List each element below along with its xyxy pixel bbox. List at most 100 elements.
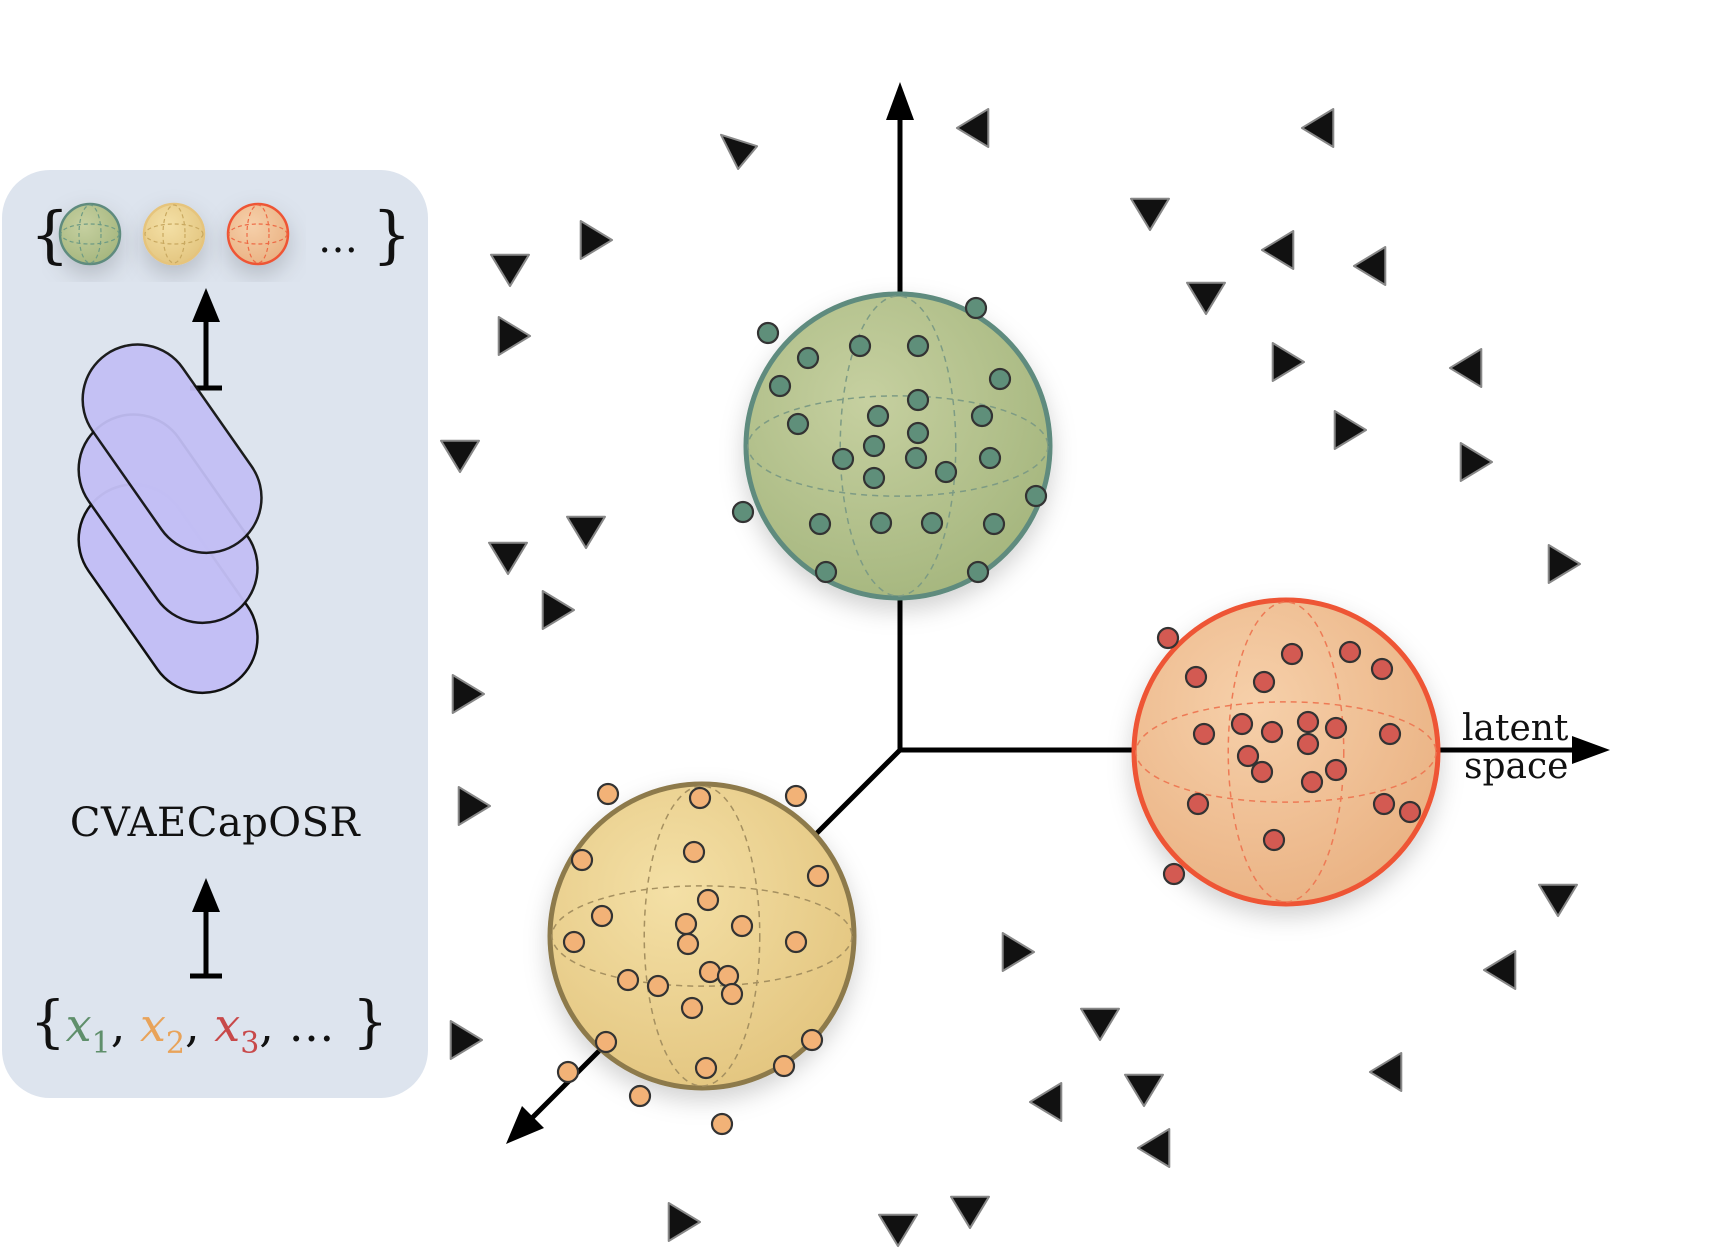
known-class-sphere-green-point (906, 388, 930, 412)
axis-label-line1: latent (1462, 708, 1569, 749)
known-class-sphere-green-point (982, 512, 1006, 536)
unknown-sample-triangle (440, 439, 480, 474)
known-class-sphere-orange-point (1230, 712, 1254, 736)
known-class-sphere-green-point (964, 296, 988, 320)
known-class-sphere-yellow-body (547, 781, 857, 1091)
known-class-sphere-orange-point (1296, 710, 1320, 734)
known-class-sphere-orange-point (1250, 760, 1274, 784)
unknown-sample-triangle (1001, 932, 1036, 972)
arrow-model-to-output-head (192, 288, 220, 322)
unknown-sample-triangle (488, 541, 528, 576)
known-class-sphere-yellow-point (646, 974, 670, 998)
unknown-sample-triangle (1482, 950, 1517, 990)
unknown-sample-triangle (1124, 1073, 1164, 1108)
known-class-sphere-yellow-point (696, 888, 720, 912)
known-class-sphere-green-point (904, 446, 928, 470)
known-class-sphere-orange-point (1184, 665, 1208, 689)
unknown-sample-triangle (1333, 410, 1368, 450)
known-class-sphere-yellow-point (720, 982, 744, 1006)
unknown-sample-triangle (490, 253, 530, 288)
known-class-sphere-yellow-point (784, 930, 808, 954)
known-class-sphere-yellow-point (676, 932, 700, 956)
x-axis-arrowhead (1572, 736, 1610, 764)
known-class-sphere-green-point (786, 412, 810, 436)
known-class-sphere-yellow-point (616, 968, 640, 992)
known-class-sphere-yellow-point (784, 784, 808, 808)
axis-label-line2: space (1464, 746, 1569, 787)
known-class-sphere-yellow-point (730, 914, 754, 938)
known-class-sphere-green-point (934, 460, 958, 484)
z-axis-arrowhead (506, 1106, 544, 1144)
known-class-sphere-yellow-equator (551, 885, 853, 987)
known-class-sphere-yellow-point (688, 786, 712, 810)
unknown-sample-triangle (1260, 230, 1295, 270)
known-class-sphere-green-point (796, 346, 820, 370)
known-class-sphere-yellow-point (674, 912, 698, 936)
known-class-sphere-green-body (743, 291, 1053, 601)
known-class-sphere-orange-point (1280, 642, 1304, 666)
known-class-sphere-green-point (906, 421, 930, 445)
known-class-sphere-orange-point (1236, 744, 1260, 768)
unknown-sample-triangle (541, 590, 576, 630)
known-class-sphere-orange-equator (1135, 701, 1437, 803)
known-class-sphere-yellow-point (556, 1060, 580, 1084)
known-class-sphere-green-point (848, 334, 872, 358)
unknown-sample-triangle (1136, 1128, 1171, 1168)
model-name: CVAECapOSR (69, 800, 361, 846)
known-class-sphere-yellow-point (694, 1056, 718, 1080)
known-class-sphere-yellow-point (596, 782, 620, 806)
unknown-sample-triangle (1448, 348, 1483, 388)
known-class-sphere-yellow-point (594, 1030, 618, 1054)
known-class-sphere-orange-body (1131, 597, 1441, 907)
known-class-sphere-green-point (866, 404, 890, 428)
known-class-sphere-yellow-point (680, 996, 704, 1020)
unknown-sample-triangle (720, 133, 759, 170)
output-class-yellow-icon (142, 202, 206, 266)
input-x1: x1 (65, 998, 111, 1061)
known-class-sphere-green-point (862, 466, 886, 490)
unknown-sample-triangle (1368, 1052, 1403, 1092)
known-class-sphere-orange-point (1300, 770, 1324, 794)
known-class-sphere-green-point (906, 334, 930, 358)
known-class-sphere-orange-point (1378, 722, 1402, 746)
known-class-sphere-orange-point (1370, 657, 1394, 681)
known-class-sphere-orange-point (1398, 800, 1422, 824)
unknown-sample-triangle (579, 220, 614, 260)
known-class-sphere-yellow-point (800, 1028, 824, 1052)
input-open-brace: { (30, 990, 66, 1055)
model-capsules-icon (77, 343, 263, 695)
input-x2: x2 (139, 998, 185, 1061)
known-class-sphere-green-point (869, 511, 893, 535)
known-class-sphere-orange-meridian (1227, 601, 1345, 903)
output-class-orange-icon (226, 202, 290, 266)
known-class-sphere-orange-point (1296, 732, 1320, 756)
known-class-sphere-green-equator (747, 395, 1049, 497)
output-set-ellipsis: … (318, 216, 358, 262)
known-class-sphere-yellow-point (682, 840, 706, 864)
known-class-sphere-yellow-point (710, 1112, 734, 1136)
known-class-sphere-green-point (920, 511, 944, 535)
known-class-sphere-orange-point (1192, 722, 1216, 746)
unknown-sample-triangle (878, 1213, 918, 1248)
input-set: {x1, x2, x3, … } (30, 990, 388, 1061)
input-x3: x3 (214, 998, 260, 1061)
y-axis-arrowhead (886, 82, 914, 120)
unknown-sample-triangle (1028, 1082, 1063, 1122)
unknown-sample-triangle (1459, 442, 1494, 482)
known-class-sphere-orange-point (1252, 670, 1276, 694)
unknown-sample-triangle (1538, 883, 1578, 918)
known-class-sphere-green-point (966, 560, 990, 584)
output-class-green-icon (58, 202, 122, 266)
known-class-sphere-green-point (768, 374, 792, 398)
known-class-sphere-green-point (756, 321, 780, 345)
unknown-sample-triangle (497, 316, 532, 356)
known-class-sphere-orange-point (1260, 720, 1284, 744)
known-class-sphere-green-meridian (839, 295, 957, 597)
known-class-sphere-yellow-point (570, 848, 594, 872)
known-class-sphere-yellow-point (590, 904, 614, 928)
known-class-sphere-yellow-point (698, 960, 722, 984)
unknown-sample-triangle (566, 515, 606, 550)
known-class-sphere-green-point (862, 434, 886, 458)
